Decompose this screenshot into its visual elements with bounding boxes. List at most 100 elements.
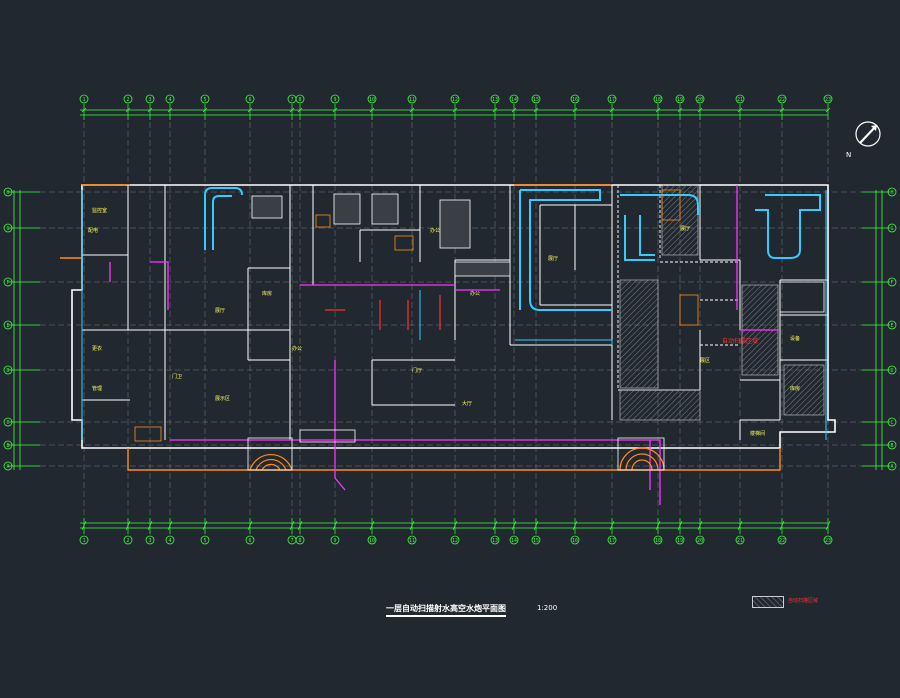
svg-text:11: 11	[409, 538, 415, 544]
axis-bubble-top: 14	[509, 94, 519, 104]
svg-text:展厅: 展厅	[680, 226, 690, 232]
svg-text:D: D	[6, 368, 9, 374]
axis-bubble-top: 19	[675, 94, 685, 104]
axis-bubble-top: 10	[367, 94, 377, 104]
svg-text:门卫: 门卫	[172, 373, 182, 380]
svg-text:17: 17	[609, 97, 615, 103]
svg-text:19: 19	[677, 538, 683, 544]
svg-text:G: G	[6, 226, 9, 232]
axis-bubble-right: E	[887, 320, 897, 330]
axis-grid-lines	[40, 122, 862, 516]
svg-text:F: F	[890, 280, 893, 286]
axis-bubble-bottom: 19	[675, 535, 685, 545]
compass-north-label: N	[846, 151, 851, 159]
svg-text:更衣: 更衣	[92, 345, 102, 352]
svg-text:库房: 库房	[790, 385, 800, 392]
axis-bubble-top: 9	[330, 94, 340, 104]
svg-text:3: 3	[148, 97, 151, 103]
svg-text:15: 15	[533, 538, 539, 544]
axis-bubble-top: 22	[777, 94, 787, 104]
axis-bubble-bottom: 1	[79, 535, 89, 545]
red-pipe-segments	[325, 295, 441, 330]
svg-text:设备: 设备	[790, 335, 800, 342]
axis-bubble-left: G	[3, 223, 13, 233]
axis-bubble-bottom: 13	[490, 535, 500, 545]
hatched-areas	[619, 184, 825, 421]
cyan-duct-runs	[204, 187, 821, 311]
svg-text:G: G	[890, 226, 893, 232]
interior-walls	[82, 185, 828, 440]
axis-bubble-right: D	[887, 365, 897, 375]
axis-bubble-top: 4	[165, 94, 175, 104]
drawing-scale: 1:200	[537, 604, 558, 612]
left-dimension-chain	[13, 190, 21, 470]
svg-text:12: 12	[452, 538, 458, 544]
svg-text:2: 2	[126, 538, 129, 544]
svg-text:4: 4	[168, 538, 171, 544]
axis-bubble-bottom: 18	[653, 535, 663, 545]
axis-bubble-top: 16	[570, 94, 580, 104]
axis-bubble-bottom: 10	[367, 535, 377, 545]
axis-bubble-left: H	[3, 187, 13, 197]
axis-bubble-top: 20	[695, 94, 705, 104]
svg-text:13: 13	[492, 97, 498, 103]
drawing-title: 一层自动扫描射水高空水炮平面图	[386, 603, 506, 617]
axis-bubble-top: 8	[295, 94, 305, 104]
axis-bubble-right: B	[887, 440, 897, 450]
svg-text:17: 17	[609, 538, 615, 544]
facade-strip	[60, 184, 781, 471]
axis-bubble-left: D	[3, 365, 13, 375]
svg-text:21: 21	[737, 97, 743, 103]
axis-bubble-top: 23	[823, 94, 833, 104]
svg-text:C: C	[890, 420, 893, 426]
svg-text:楼梯间: 楼梯间	[750, 430, 765, 437]
axis-bubble-bottom: 12	[450, 535, 460, 545]
axis-bubble-bottom: 15	[531, 535, 541, 545]
svg-text:B: B	[890, 443, 893, 449]
axis-bubble-bottom: 7	[287, 535, 297, 545]
svg-text:2: 2	[126, 97, 129, 103]
svg-text:10: 10	[369, 538, 375, 544]
legend-hatch-swatch	[752, 596, 784, 608]
axis-bubble-top: 18	[653, 94, 663, 104]
magenta-pipe-network	[109, 185, 780, 505]
svg-text:办公: 办公	[470, 290, 480, 297]
svg-text:10: 10	[369, 97, 375, 103]
axis-bubble-right: F	[887, 277, 897, 287]
svg-text:15: 15	[533, 97, 539, 103]
svg-text:库房: 库房	[262, 290, 272, 297]
axis-bubble-top: 1	[79, 94, 89, 104]
svg-text:21: 21	[737, 538, 743, 544]
svg-text:展区: 展区	[700, 358, 710, 364]
svg-text:8: 8	[298, 538, 301, 544]
axis-bubble-bottom: 3	[145, 535, 155, 545]
svg-text:7: 7	[290, 538, 293, 544]
axis-bubble-top: 13	[490, 94, 500, 104]
svg-text:H: H	[6, 190, 9, 196]
axis-bubble-bottom: 20	[695, 535, 705, 545]
north-compass-icon	[855, 121, 881, 147]
svg-text:19: 19	[677, 97, 683, 103]
svg-text:1: 1	[82, 538, 85, 544]
equipment-blocks	[251, 193, 825, 443]
svg-text:22: 22	[779, 538, 785, 544]
svg-text:7: 7	[290, 97, 293, 103]
svg-text:6: 6	[248, 97, 251, 103]
svg-text:办公: 办公	[292, 345, 302, 352]
svg-text:A: A	[890, 464, 893, 470]
axis-bubble-bottom: 5	[200, 535, 210, 545]
spiral-stair-right	[617, 437, 665, 471]
axis-bubble-top: 6	[245, 94, 255, 104]
svg-text:5: 5	[203, 97, 206, 103]
axis-bubble-top: 12	[450, 94, 460, 104]
axis-bubble-bottom: 11	[407, 535, 417, 545]
svg-text:大厅: 大厅	[462, 400, 472, 407]
axis-bubble-top: 2	[123, 94, 133, 104]
svg-text:管理: 管理	[92, 385, 102, 392]
stair-blocks	[134, 189, 699, 442]
svg-text:23: 23	[825, 97, 831, 103]
axis-bubble-top: 17	[607, 94, 617, 104]
axis-bubble-top: 5	[200, 94, 210, 104]
svg-text:18: 18	[655, 97, 661, 103]
